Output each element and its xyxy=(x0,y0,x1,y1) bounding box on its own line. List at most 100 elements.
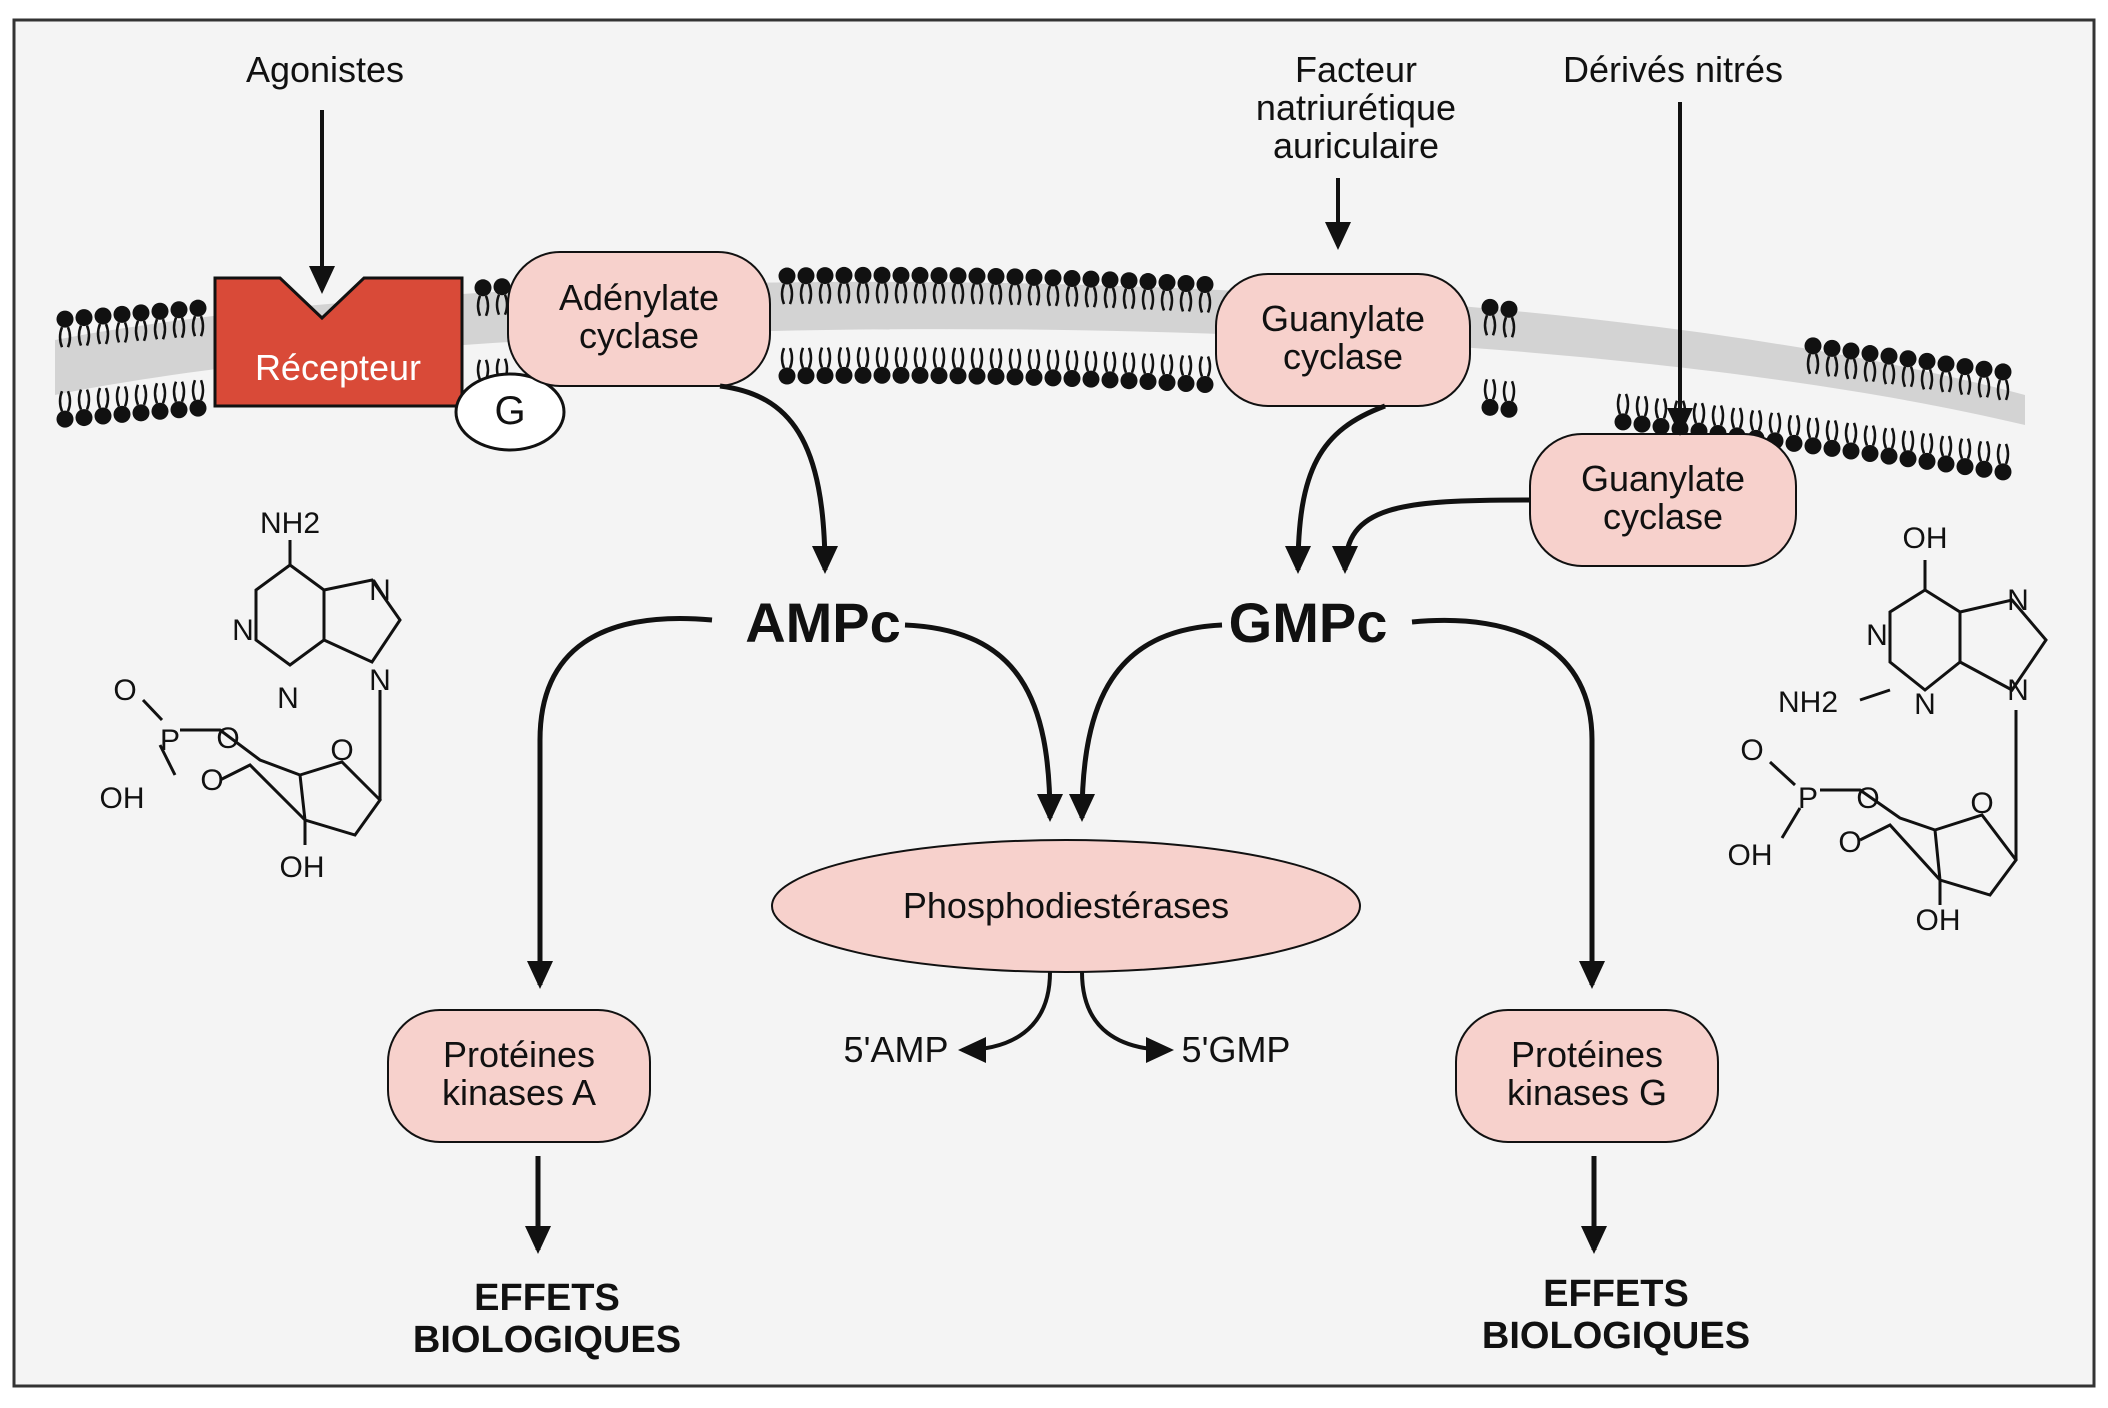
lipid-tail xyxy=(894,282,908,304)
guanylate-cyclase-membrane-node[interactable]: Guanylate cyclase xyxy=(1215,273,1471,407)
lipid-head xyxy=(1063,269,1081,287)
facteur-line1: Facteur xyxy=(1295,49,1417,90)
lipid-tail xyxy=(989,283,1003,305)
lipid-head xyxy=(189,299,207,317)
lipid-head xyxy=(1120,272,1138,290)
cgmp-atom-labels: OH NH2 N N N N O P O O O OH OH xyxy=(1728,522,2029,937)
lipid-head xyxy=(1652,417,1670,435)
protein-kinase-a-box xyxy=(387,1009,651,1143)
lipid-head xyxy=(1804,337,1822,355)
protein-kinase-g-line1: Protéines xyxy=(1511,1034,1663,1075)
guanylate-cyclase-soluble-node[interactable]: Guanylate cyclase xyxy=(1529,433,1797,567)
lipid-head xyxy=(56,310,74,328)
lipid-tail xyxy=(1996,443,2010,465)
lipid-tail xyxy=(1141,353,1155,375)
guanylate-cyclase-soluble-line1: Guanylate xyxy=(1581,458,1745,499)
g-protein-ellipse xyxy=(454,372,566,452)
g-protein[interactable]: G xyxy=(454,372,566,452)
lipid-tail xyxy=(989,347,1003,369)
lipid-head xyxy=(75,309,93,327)
lipid-tail xyxy=(799,283,813,305)
arrow-gmpc-pde xyxy=(1069,622,1223,822)
lipid-tail xyxy=(1084,286,1098,308)
lipid-tail xyxy=(96,323,110,345)
cgmp-p: P xyxy=(1798,782,1818,815)
lipid-tail xyxy=(1882,363,1896,385)
cgmp-p-double-o xyxy=(1768,760,1797,787)
lipid-head xyxy=(1044,269,1062,287)
lipid-head xyxy=(987,367,1005,385)
lipid-head xyxy=(1861,345,1879,363)
cgmp-oh-sugar: OH xyxy=(1916,904,1961,937)
lipid-tail xyxy=(172,317,186,339)
lipid-head xyxy=(1880,447,1898,465)
lipid-tail xyxy=(153,318,167,340)
lipid-tail xyxy=(1977,440,1991,462)
protein-kinase-g-node[interactable]: Protéines kinases G xyxy=(1455,1009,1719,1143)
lipid-tail xyxy=(1103,287,1117,309)
lipid-head xyxy=(189,399,207,417)
lipid-tail xyxy=(1483,314,1497,336)
lipid-head xyxy=(949,267,967,285)
lipid-head xyxy=(1082,270,1100,288)
adenylate-cyclase-line2: cyclase xyxy=(579,315,699,356)
lipid-head xyxy=(1861,445,1879,463)
lipid-head xyxy=(968,267,986,285)
lipid-head xyxy=(1633,415,1651,433)
lipid-tail xyxy=(1749,409,1763,431)
lipid-tail xyxy=(780,283,794,305)
arrow-pde-5amp xyxy=(958,971,1052,1063)
lipid-head xyxy=(1006,268,1024,286)
gmpc-label: GMPc xyxy=(1229,591,1388,654)
receptor[interactable]: Récepteur xyxy=(213,276,464,408)
lipid-tail xyxy=(58,390,72,412)
lipid-tail xyxy=(1692,402,1706,424)
camp-p-double-o xyxy=(141,698,164,722)
lipid-head xyxy=(1177,274,1195,292)
lipid-head xyxy=(1177,374,1195,392)
lipid-tail xyxy=(1939,435,1953,457)
lipid-head xyxy=(797,367,815,385)
lipid-head xyxy=(1101,271,1119,289)
camp-imidazole-ring xyxy=(323,578,402,664)
cgmp-oh-p: OH xyxy=(1728,839,1773,872)
lipid-tail xyxy=(875,282,889,304)
adenylate-cyclase-node[interactable]: Adénylate cyclase xyxy=(507,251,771,387)
lipid-tail xyxy=(1730,407,1744,429)
lipid-head xyxy=(797,267,815,285)
lipid-tail xyxy=(1654,397,1668,419)
cgmp-o-ring2: O xyxy=(1838,826,1861,859)
lipid-head xyxy=(1614,413,1632,431)
protein-kinase-a-node[interactable]: Protéines kinases A xyxy=(387,1009,651,1143)
derives-nitres-label: Dérivés nitrés xyxy=(1563,49,1783,90)
camp-p: P xyxy=(160,724,180,757)
phosphodiesterases-label: Phosphodiestérases xyxy=(903,885,1229,926)
guanylate-cyclase-soluble-line2: cyclase xyxy=(1603,496,1723,537)
protein-kinase-g-line2: kinases G xyxy=(1507,1072,1667,1113)
lipid-head xyxy=(1918,452,1936,470)
lipid-head xyxy=(854,366,872,384)
lipid-head xyxy=(113,405,131,423)
camp-o-double: O xyxy=(113,674,136,707)
camp-sugar-ring xyxy=(298,760,382,837)
lipid-tail xyxy=(115,385,129,407)
guanylate-cyclase-membrane-box xyxy=(1215,273,1471,407)
effets-left-line1: EFFETS xyxy=(474,1277,620,1319)
phosphodiesterases-node[interactable]: Phosphodiestérases xyxy=(771,839,1361,973)
arrow-guanylate-membrane-gmpc xyxy=(1285,403,1386,574)
lipid-tail xyxy=(1844,422,1858,444)
adenylate-cyclase-line1: Adénylate xyxy=(559,277,719,318)
gmp5-label: 5'GMP xyxy=(1182,1029,1291,1070)
lipid-tail xyxy=(1825,355,1839,377)
lipid-head xyxy=(911,366,929,384)
lipid-head xyxy=(170,301,188,319)
lipid-head xyxy=(1994,463,2012,481)
camp-n7: N xyxy=(369,574,391,607)
lipid-head xyxy=(1804,437,1822,455)
agonistes-label: Agonistes xyxy=(246,49,404,90)
lipid-tail xyxy=(818,283,832,305)
lipid-bilayer xyxy=(56,266,2012,481)
lipid-tail xyxy=(1046,349,1060,371)
protein-kinase-g-box xyxy=(1455,1009,1719,1143)
lipid-head xyxy=(1937,355,1955,373)
